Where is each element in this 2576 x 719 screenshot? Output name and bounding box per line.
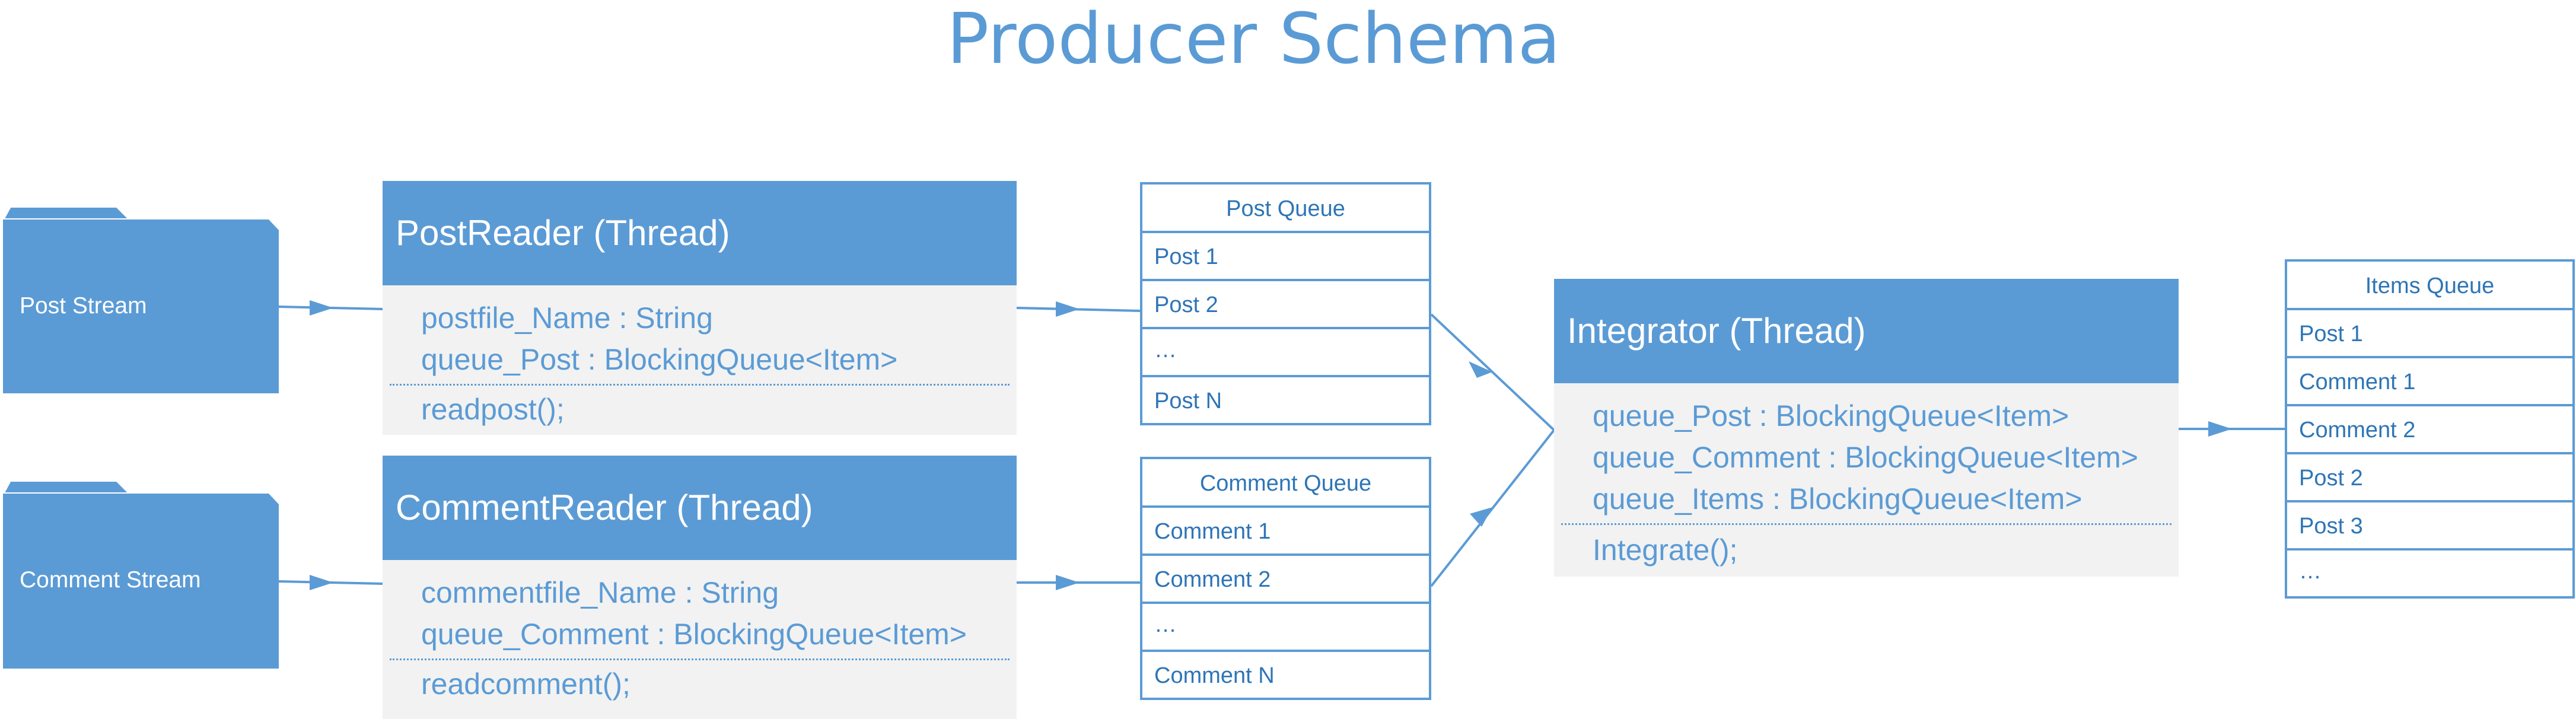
integrator-class: Integrator (Thread) queue_Post : Blockin… [1554, 279, 2179, 577]
attribute: commentfile_Name : String [421, 576, 779, 609]
queue-item: Comment 1 [1140, 505, 1431, 556]
method: readcomment(); [421, 667, 631, 701]
class-title: CommentReader (Thread) [383, 456, 1017, 560]
queue-item: Post 1 [1140, 231, 1431, 281]
queue-item: Comment 1 [2285, 356, 2575, 406]
queue-item: Post 3 [2285, 500, 2575, 551]
arrowhead [1469, 361, 1492, 378]
queue-item: Post 2 [1140, 279, 1431, 329]
attribute: postfile_Name : String [421, 301, 713, 335]
queue-item: … [1140, 327, 1431, 377]
diagram-title: Producer Schema [947, 0, 1561, 79]
post-stream-folder: Post Stream [3, 206, 279, 393]
queue-item: Post 1 [2285, 308, 2575, 358]
method: readpost(); [421, 393, 565, 426]
queue-item: Comment N [1140, 650, 1431, 700]
attribute: queue_Post : BlockingQueue<Item> [1593, 399, 2069, 432]
method: Integrate(); [1593, 533, 1738, 567]
queue-item: Post N [1140, 375, 1431, 425]
comment-queue: Comment Queue Comment 1 Comment 2 … Comm… [1140, 457, 1431, 700]
divider [390, 384, 1010, 386]
post-queue: Post Queue Post 1 Post 2 … Post N [1140, 182, 1431, 425]
postreader-class: PostReader (Thread) postfile_Name : Stri… [383, 181, 1017, 435]
attribute: queue_Comment : BlockingQueue<Item> [1593, 441, 2138, 474]
queue-header: Comment Queue [1140, 457, 1431, 508]
class-body: postfile_Name : String queue_Post : Bloc… [383, 285, 1017, 435]
class-body: commentfile_Name : String queue_Comment … [383, 560, 1017, 719]
commentreader-class: CommentReader (Thread) commentfile_Name … [383, 456, 1017, 719]
queue-item: Post 2 [2285, 452, 2575, 502]
queue-item: … [1140, 602, 1431, 652]
edge-comment-queue-to-integrator [1430, 429, 1555, 587]
queue-header: Items Queue [2285, 259, 2575, 310]
arrowhead [1056, 575, 1080, 590]
arrowhead [310, 300, 333, 316]
items-queue: Items Queue Post 1 Comment 1 Comment 2 P… [2285, 259, 2575, 599]
attribute: queue_Post : BlockingQueue<Item> [421, 343, 898, 376]
queue-item: Comment 2 [1140, 553, 1431, 604]
class-title: PostReader (Thread) [383, 181, 1017, 285]
arrowhead [1056, 301, 1080, 317]
class-title: Integrator (Thread) [1554, 279, 2179, 383]
arrowhead [1470, 507, 1492, 527]
comment-stream-label: Comment Stream [20, 567, 201, 593]
class-body: queue_Post : BlockingQueue<Item> queue_C… [1554, 383, 2179, 577]
queue-item: … [2285, 548, 2575, 599]
queue-item: Comment 2 [2285, 404, 2575, 454]
divider [390, 658, 1010, 660]
edge-post-queue-to-integrator [1430, 313, 1555, 431]
queue-header: Post Queue [1140, 182, 1431, 233]
post-stream-label: Post Stream [20, 293, 147, 319]
divider [1561, 523, 2171, 525]
comment-stream-folder: Comment Stream [3, 481, 279, 669]
folder-icon [3, 481, 279, 669]
arrowhead [310, 575, 333, 590]
arrowhead [2208, 421, 2232, 437]
attribute: queue_Comment : BlockingQueue<Item> [421, 618, 967, 651]
folder-icon [3, 206, 279, 393]
attribute: queue_Items : BlockingQueue<Item> [1593, 482, 2083, 516]
